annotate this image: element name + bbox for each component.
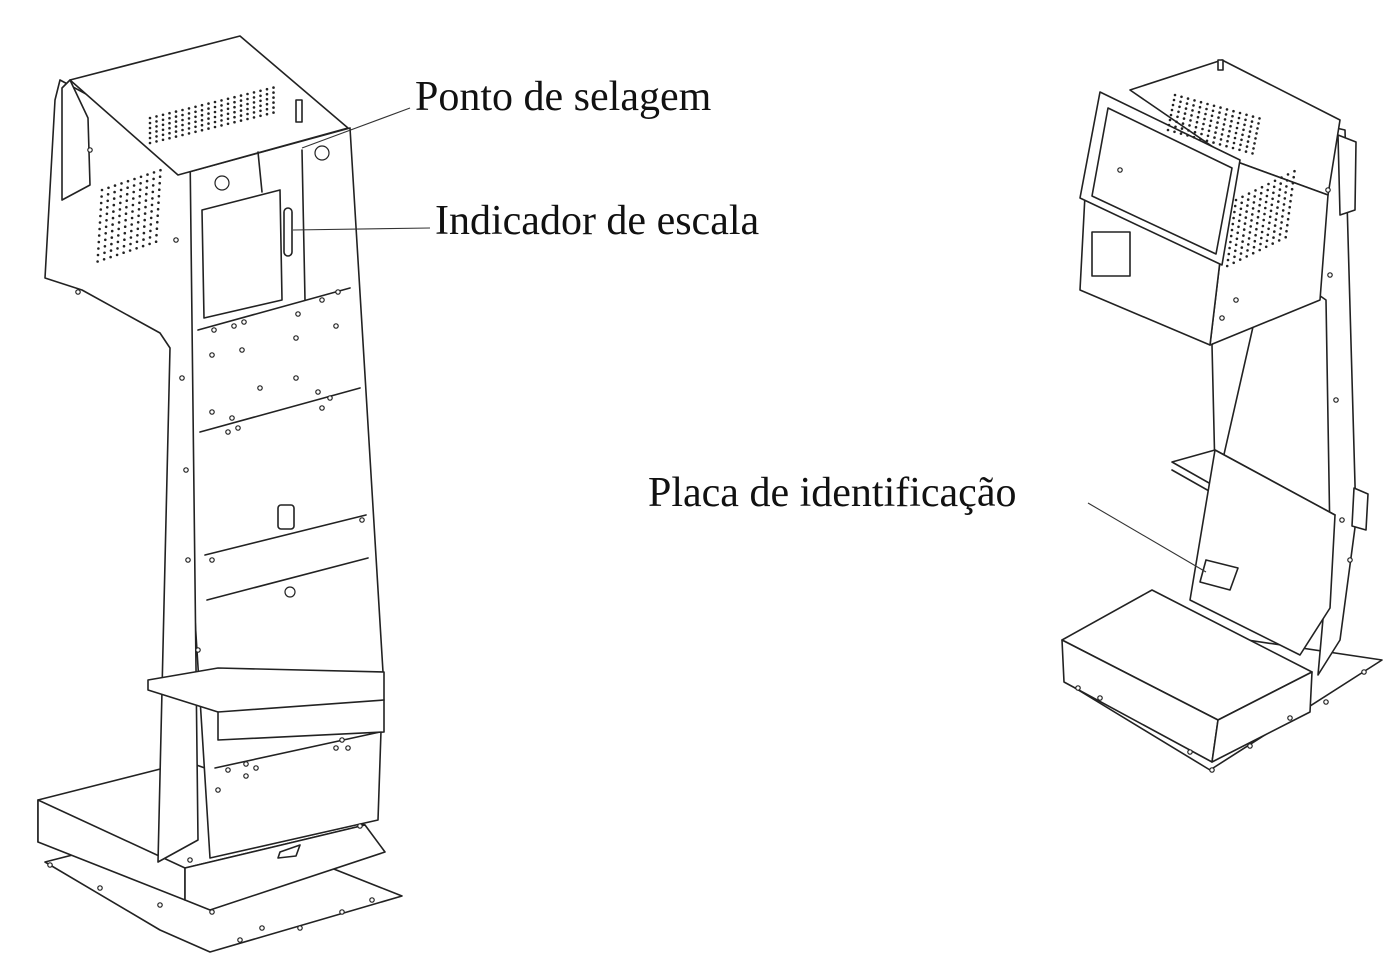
- callout-sealing-point: Ponto de selagem: [415, 74, 712, 120]
- callout-scale-indicator: Indicador de escala: [435, 198, 760, 244]
- right-rivets: [1075, 93, 1367, 773]
- left-rivets: [47, 147, 375, 943]
- callout-identification-plate: Placa de identificação: [648, 470, 1017, 516]
- leader-scale-indicator: [292, 227, 431, 231]
- left-head-cabinet: [69, 35, 349, 176]
- access-slot: [277, 504, 295, 530]
- left-speaker-grille: [96, 168, 162, 263]
- leader-sealing-point: [301, 107, 411, 149]
- identification-plate: [1199, 559, 1239, 591]
- left-handle: [147, 667, 385, 741]
- left-indicator-box: [201, 189, 283, 319]
- left-side-rail: [44, 79, 199, 863]
- scale-indicator-slot: [283, 207, 293, 257]
- leader-identification-plate: [1087, 502, 1207, 573]
- sealing-point-bolt: [295, 99, 303, 123]
- left-top-grille: [148, 86, 275, 145]
- right-card-reader: [1091, 231, 1131, 277]
